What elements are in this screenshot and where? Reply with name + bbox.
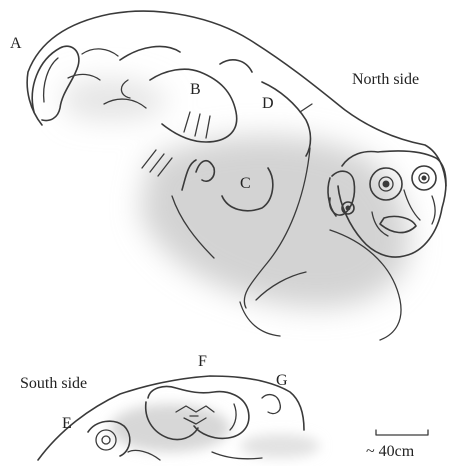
scale-bar-line <box>376 430 428 435</box>
label-e: E <box>62 415 72 432</box>
label-d: D <box>262 95 274 112</box>
label-g: G <box>276 372 288 389</box>
glyph-g-mark <box>262 395 280 414</box>
south-side-title: South side <box>20 375 87 392</box>
label-c: C <box>240 175 251 192</box>
south-lower-lines <box>128 450 262 460</box>
scale-bar: ~ 40cm <box>366 430 428 460</box>
north-side-title: North side <box>352 71 419 88</box>
label-a: A <box>10 35 22 52</box>
label-b: B <box>190 81 201 98</box>
label-f: F <box>198 353 207 370</box>
north-shading <box>60 79 410 308</box>
scale-bar-label: ~ 40cm <box>366 443 415 460</box>
north-side-drawing <box>27 11 446 340</box>
south-shading <box>110 404 320 458</box>
